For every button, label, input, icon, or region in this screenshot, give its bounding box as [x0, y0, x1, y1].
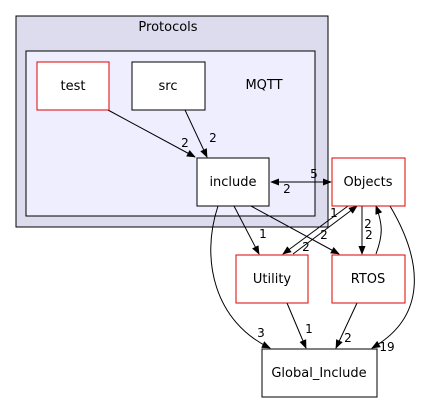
edge-label-rtos-objects: 2: [365, 228, 373, 242]
edge-include-utility: [233, 205, 260, 255]
edge-objects-global: [371, 205, 415, 349]
edge-label-objects-utility: 1: [330, 206, 338, 220]
node-global-include-label: Global_Include: [271, 366, 366, 381]
edge-label-include-global: 3: [257, 326, 265, 340]
edge-label-objects-global: 19: [379, 340, 394, 354]
node-src-label: src: [159, 79, 178, 94]
node-utility-label: Utility: [253, 272, 292, 287]
edge-include-global: [210, 205, 271, 349]
cluster-protocols-label: Protocols: [138, 20, 197, 35]
edge-objects-utility: [282, 205, 349, 255]
edge-label-include-objects: 5: [310, 167, 318, 181]
edge-label-objects-include: 2: [283, 182, 291, 196]
edge-label-src-include: 2: [209, 131, 217, 145]
edges: [107, 109, 415, 349]
edge-utility-global: [286, 302, 307, 349]
node-global-include[interactable]: Global_Include: [261, 348, 378, 398]
node-include[interactable]: include: [196, 157, 270, 207]
node-include-label: include: [209, 175, 256, 190]
edge-src-include: [184, 109, 208, 158]
edge-rtos-global: [335, 302, 358, 349]
edge-label-utility-objects: 2: [302, 240, 310, 254]
node-utility[interactable]: Utility: [235, 254, 309, 304]
edge-label-rtos-global: 2: [344, 331, 352, 345]
edge-utility-objects: [292, 205, 358, 255]
node-objects[interactable]: Objects: [331, 157, 406, 207]
node-rtos[interactable]: RTOS: [331, 254, 406, 304]
edge-rtos-objects: [375, 205, 383, 255]
node-test-label: test: [61, 79, 86, 94]
node-rtos-label: RTOS: [351, 272, 386, 287]
node-objects-label: Objects: [343, 175, 392, 190]
edge-label-test-include: 2: [181, 136, 189, 150]
node-src[interactable]: src: [131, 61, 206, 111]
edge-label-include-rtos: 2: [320, 228, 328, 242]
node-test[interactable]: test: [36, 61, 110, 111]
edge-include-rtos: [250, 205, 340, 255]
edge-labels: 2 2 5 2 1 2 3 1 2 2 2 19 1 2: [181, 131, 394, 354]
edge-label-utility-global: 1: [305, 322, 313, 336]
edge-label-include-utility: 1: [259, 227, 267, 241]
edge-test-include: [107, 109, 196, 158]
edge-label-objects-rtos: 2: [364, 217, 372, 231]
cluster-mqtt-label: MQTT: [245, 78, 282, 93]
